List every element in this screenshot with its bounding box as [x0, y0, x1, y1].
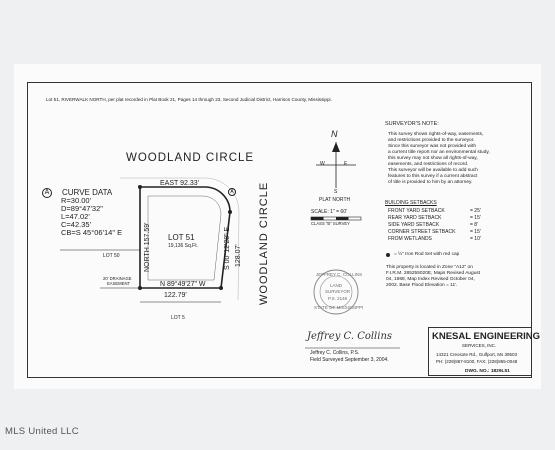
drawing-border: [27, 82, 532, 378]
curve-chord: C=42.35': [61, 220, 91, 229]
setback-label: SIDE YARD SETBACK: [388, 222, 440, 228]
scale-label: SCALE: 1" = 60': [311, 209, 347, 215]
firm-phone: PH: (228)867-8100, FAX: (228)865-0048: [436, 359, 518, 364]
iron-rod-legend: = ½" Iron Rod Set with red cap: [394, 252, 460, 257]
lot-curve-marker: A: [228, 188, 236, 196]
drainage-easement-line1: 20' DRAINAGE: [103, 276, 132, 281]
curve-chord-bearing: CB=S 45°06'14" E: [61, 228, 123, 237]
adjacent-lot-50: LOT 50: [103, 253, 120, 259]
curve-length: L=47.02': [61, 212, 90, 221]
surveyor-note-line: easements, and restrictions of record.: [388, 162, 469, 167]
surveyor-note-title: SURVEYOR'S NOTE:: [385, 121, 439, 127]
setback-label: REAR YARD SETBACK: [388, 215, 442, 221]
flood-zone-line: F.I.R.M. 285255020E, Maps Revised August: [386, 271, 481, 276]
setback-value: = 10': [470, 236, 481, 242]
field-survey-date: Field Surveyed September 3, 2004.: [310, 357, 389, 363]
flood-zone-line: 04, 1988, Map Index Revised October 04,: [386, 277, 475, 282]
setback-value: = 15': [470, 229, 481, 235]
surveyor-note-line: Since this surveyor was not provided wit…: [388, 144, 476, 149]
lot-bottom-length: 122.79': [164, 292, 187, 299]
setback-label: CORNER STREET SETBACK: [388, 229, 456, 235]
lot-east-line: EAST 92.33': [160, 180, 199, 187]
adjacent-lot-5: LOT 5: [171, 315, 185, 321]
lot-bottom-bearing: N 89°49'27" W: [160, 281, 206, 288]
setback-value: = 25': [470, 208, 481, 214]
lot-north-line: NORTH 157.59': [144, 222, 151, 272]
plat-north-label: PLAT NORTH: [319, 197, 351, 203]
seal-license: P.S. 2146: [328, 296, 348, 301]
drawing-number: DWG. NO.: 1829L51: [465, 369, 510, 374]
drainage-easement-line2: EASEMENT: [107, 281, 131, 286]
curve-data-title: CURVE DATA: [62, 188, 113, 197]
surveyor-note-line: This survey shows rights-of-way, easemen…: [388, 132, 484, 137]
surveyor-note-line: this survey may not show all rights-of-w…: [388, 156, 478, 161]
lot-south-bearing: S 00°12'28" E: [224, 226, 231, 270]
surveyor-note-line: of title is provided to him by an attorn…: [388, 180, 473, 185]
curve-radius: R=30.00': [61, 196, 91, 205]
surveyor-note-line: features to this survey if a current abs…: [388, 174, 478, 179]
surveyor-note-line: This surveyor will be available to add s…: [388, 168, 478, 173]
seal-surveyor: SURVEYOR: [325, 289, 351, 294]
seal-land: LAND: [330, 283, 343, 288]
firm-title-block: [428, 327, 532, 376]
firm-subtitle: SERVICES, INC.: [462, 343, 497, 348]
north-arrow-w: W: [320, 161, 325, 167]
flood-zone-line: 2002. Base Flood Elevation = 11'.: [386, 283, 458, 288]
road-label-north: WOODLAND CIRCLE: [126, 152, 255, 164]
lot-name: LOT 51: [168, 233, 195, 242]
setback-label: FRONT YARD SETBACK: [388, 208, 445, 214]
curve-marker: A: [42, 188, 52, 198]
firm-logo: KNESAL ENGINEERING: [432, 331, 541, 342]
curve-delta: D=89°47'32": [61, 204, 103, 213]
setback-label: FROM WETLANDS: [388, 236, 432, 242]
firm-address: 14321 Creosote Rd., Gulfport, Ms 39503: [436, 352, 518, 357]
survey-class-label: CLASS "B" SURVEY: [311, 221, 350, 226]
setback-value: = 15': [470, 215, 481, 221]
mls-watermark: MLS United LLC: [5, 426, 79, 437]
surveyor-note-line: a current title report nor an environmen…: [388, 150, 490, 155]
seal-bottom-text: STATE OF MISSISSIPPI: [314, 305, 364, 310]
legal-description: Lot 51, RIVERWALK NORTH, per plat record…: [46, 97, 332, 102]
surveyor-signature: Jeffrey C. Collins: [307, 331, 393, 342]
lot-area: 19,136 Sq.Ft.: [168, 243, 199, 249]
flood-zone-line: This property is located in Zone "A12" o…: [386, 265, 473, 270]
seal-top-text: JEFFREY C. COLLINS: [316, 272, 363, 277]
building-setbacks-title: BUILDING SETBACKS: [385, 200, 437, 206]
surveyor-name: Jeffrey C. Collins, P.S.: [310, 350, 360, 356]
north-arrow-e: E: [344, 161, 348, 167]
setback-value: = 8': [470, 222, 479, 228]
surveyor-note-line: and restrictions provided to the surveyo…: [388, 138, 475, 143]
lot-east-depth: 128.07': [235, 244, 242, 267]
north-arrow-n: N: [331, 129, 338, 139]
north-arrow-s: S: [334, 189, 338, 195]
